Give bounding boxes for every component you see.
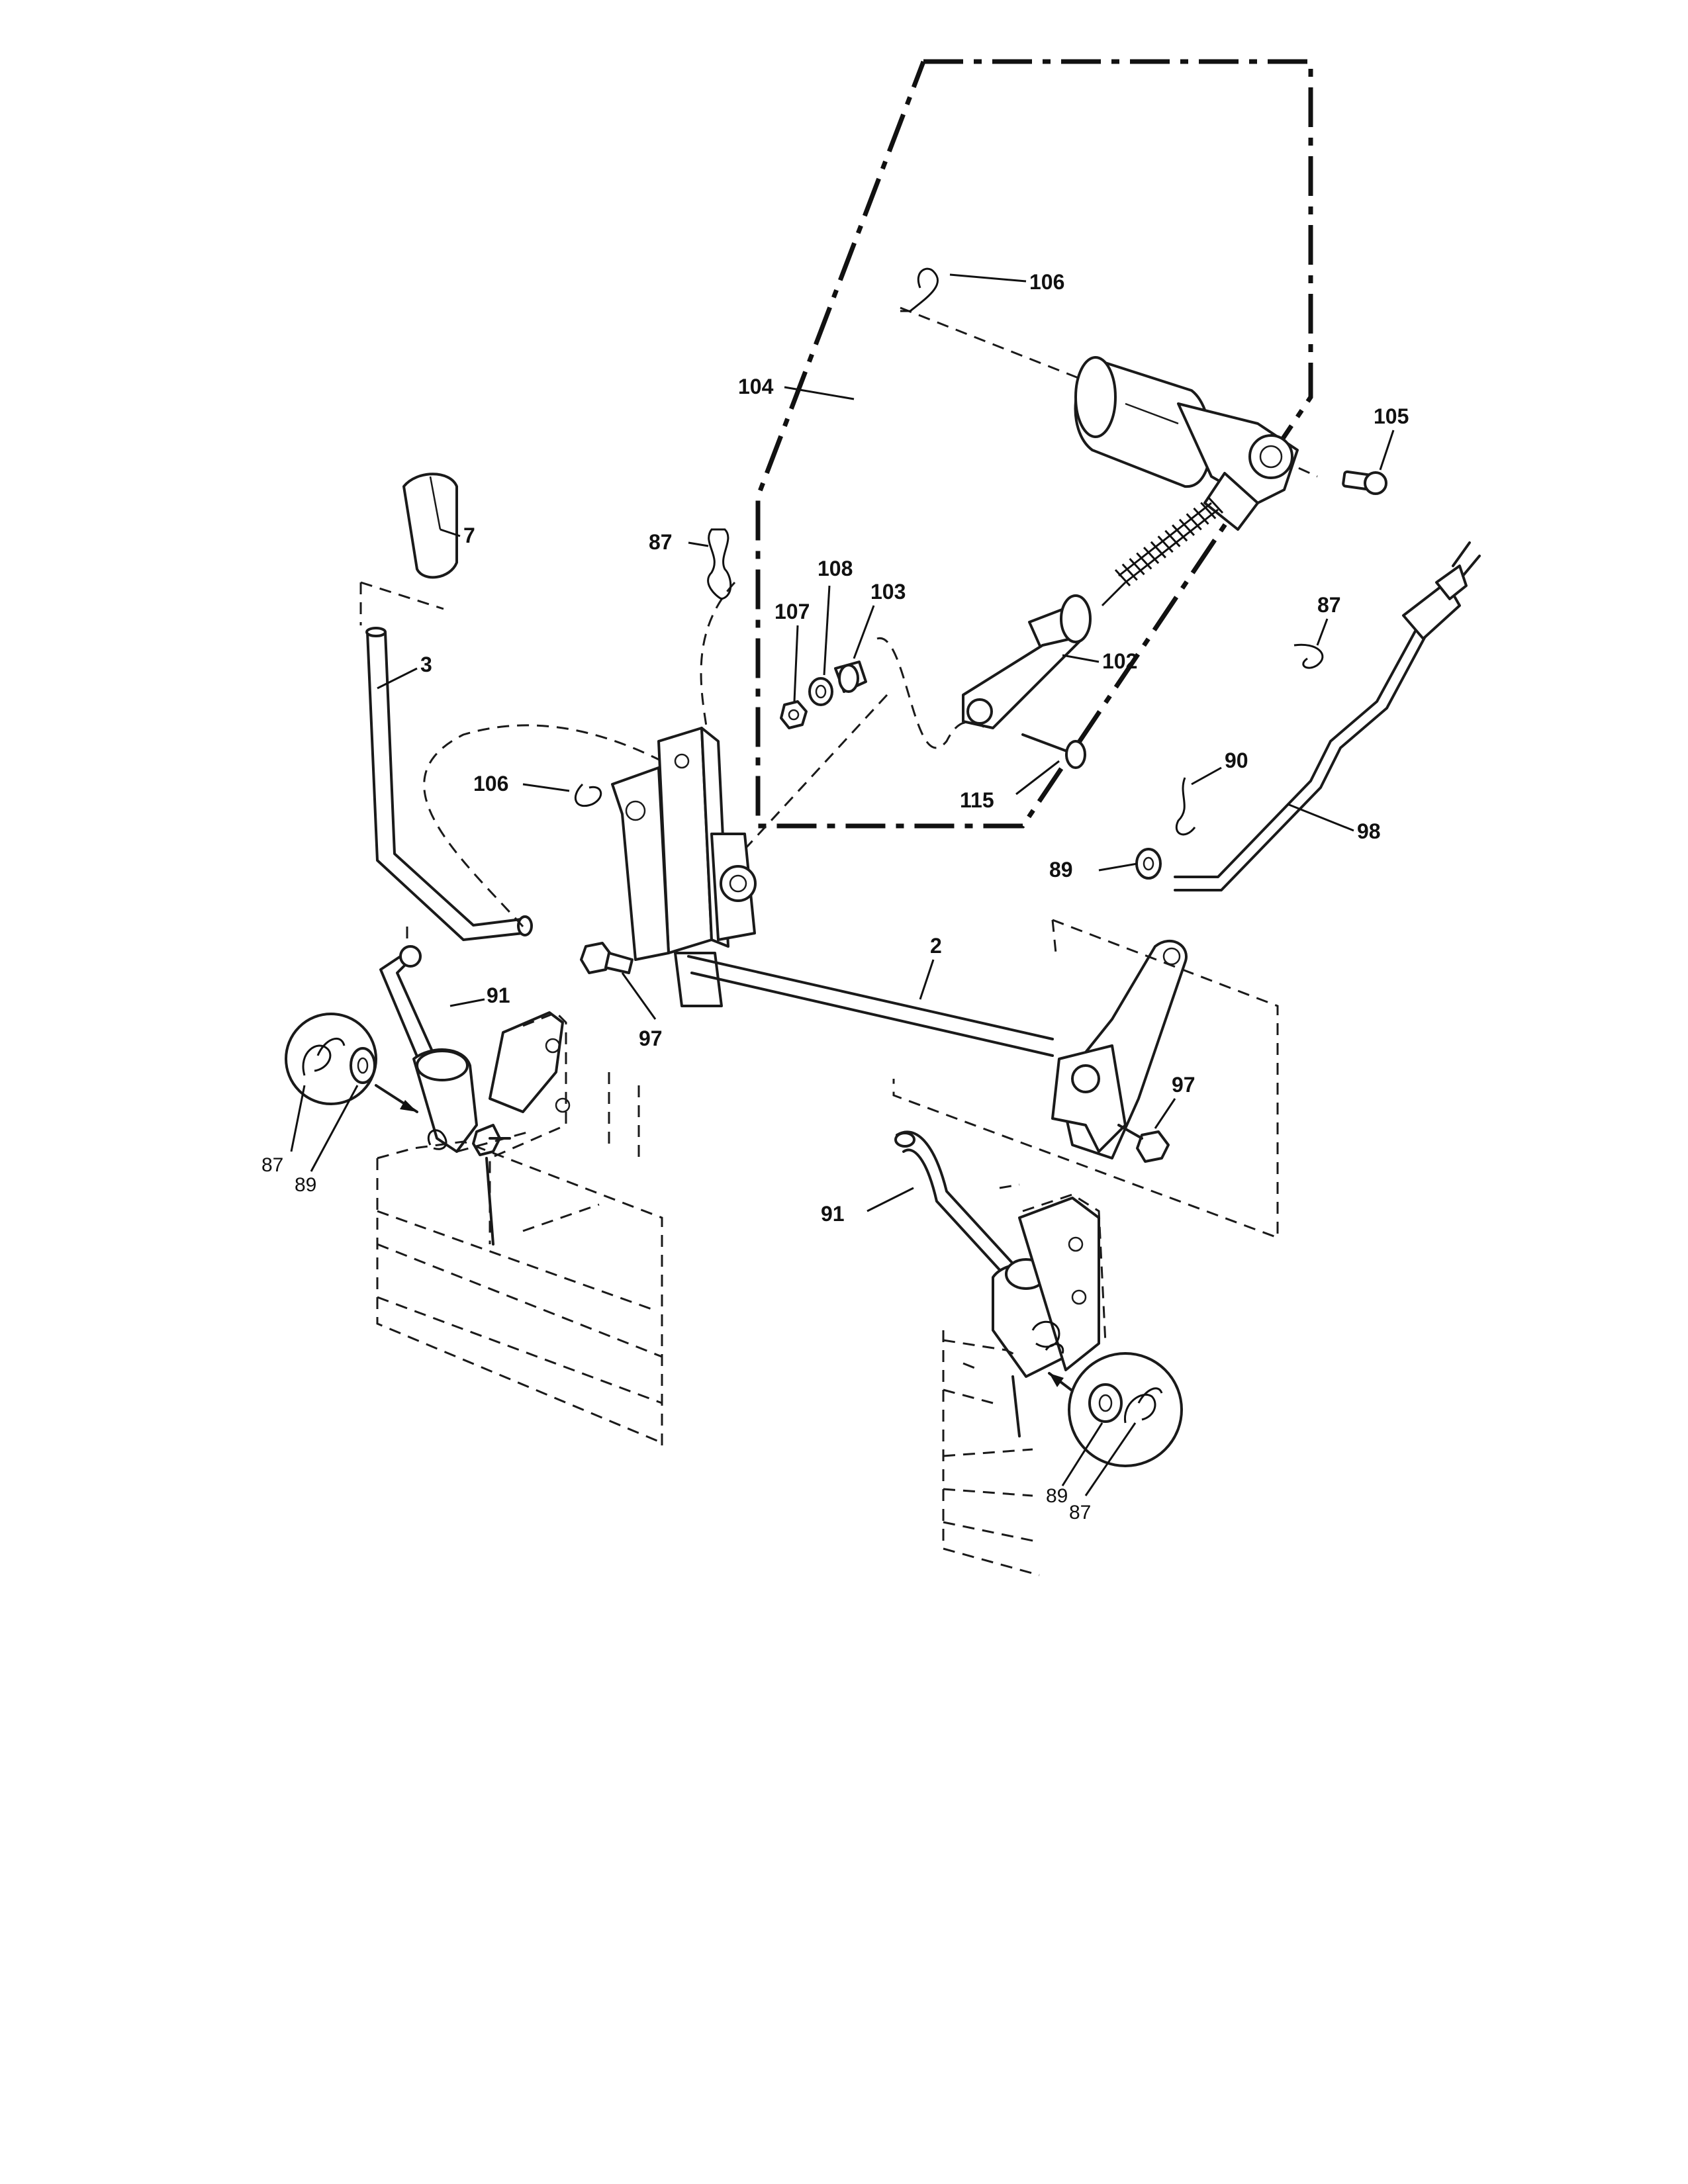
callout-87-mid: 87 <box>649 530 673 554</box>
clevis-tube-102 <box>962 594 1092 729</box>
screw-thread <box>1207 496 1224 514</box>
handle-grip-7 <box>402 473 458 579</box>
callout-87-bottom: 87 <box>1069 1502 1091 1524</box>
right-frame-reference <box>892 919 1279 1240</box>
left-hanger-bracket <box>412 1011 571 1246</box>
callout-7: 7 <box>463 523 475 547</box>
screw-thread <box>1178 518 1196 536</box>
washer-108 <box>808 677 833 706</box>
left-deck-reference <box>376 1072 663 1449</box>
callout-115: 115 <box>960 788 994 812</box>
callout-97-left: 97 <box>639 1026 663 1050</box>
clevis-pin-115 <box>1021 733 1086 769</box>
callout-90: 90 <box>1225 749 1248 772</box>
screw-thread <box>1136 552 1152 570</box>
callout-107: 107 <box>774 600 810 623</box>
hairpin-clip-90 <box>1175 777 1196 836</box>
screw-thread <box>1150 541 1166 559</box>
leader-lines <box>290 273 1395 1496</box>
actuator-motor <box>1074 356 1299 531</box>
screw-thread <box>1193 507 1209 525</box>
hairpin-clip-87-mid <box>707 528 732 600</box>
assembly-centerlines <box>651 306 1318 951</box>
hairpin-clip-87-right <box>1293 643 1324 669</box>
bolt-105 <box>1342 470 1387 495</box>
bolt-97-right <box>1117 1124 1170 1163</box>
callout-2: 2 <box>930 934 942 958</box>
right-hanger-rod-91 <box>894 1130 1021 1282</box>
callout-87-left: 87 <box>261 1154 283 1176</box>
callout-106-mid: 106 <box>473 772 508 796</box>
right-detail-bubble <box>1048 1352 1183 1467</box>
screw-thread <box>1200 502 1217 520</box>
callout-3: 3 <box>420 653 432 676</box>
left-detail-bubble <box>285 1013 418 1113</box>
right-hanger-bracket <box>992 1193 1107 1437</box>
hairpin-clip-106-top <box>900 267 939 312</box>
screw-thread <box>1172 524 1188 542</box>
lift-shaft-2 <box>687 955 1054 1057</box>
main-bracket <box>611 727 757 1007</box>
hairpin-clip-106-mid <box>574 783 602 807</box>
left-hanger-rod-91 <box>379 945 442 1073</box>
lift-lever-3 <box>359 581 663 953</box>
spacer-103 <box>834 660 867 693</box>
right-deck-reference <box>942 1183 1040 1576</box>
callout-87-right: 87 <box>1317 593 1341 617</box>
callout-108: 108 <box>818 557 853 580</box>
actuator-assembly-boundary <box>755 59 1313 829</box>
callout-89-left: 89 <box>295 1174 316 1196</box>
callout-91-right: 91 <box>821 1202 845 1226</box>
right-lift-arm <box>1051 939 1188 1160</box>
callout-labels: 106 104 105 7 87 108 107 103 102 87 3 10… <box>261 270 1409 1524</box>
bolt-97-left <box>580 942 633 974</box>
callout-104: 104 <box>738 375 774 398</box>
screw-thread <box>1164 529 1181 547</box>
rod-98 <box>1174 541 1481 891</box>
callout-91-left: 91 <box>487 983 510 1007</box>
callout-98: 98 <box>1357 819 1381 843</box>
screw-thread <box>1186 513 1202 531</box>
screw-thread <box>1121 563 1138 581</box>
callout-89-right: 89 <box>1049 858 1073 882</box>
callout-105: 105 <box>1374 404 1409 428</box>
callout-106-top: 106 <box>1029 270 1064 294</box>
washer-89-right <box>1135 848 1162 880</box>
screw-thread <box>1114 569 1131 587</box>
callout-102: 102 <box>1102 649 1137 673</box>
screw-thread <box>1157 535 1174 553</box>
screw-thread <box>1143 547 1160 565</box>
callout-97-right: 97 <box>1172 1073 1196 1097</box>
actuator-screw-shaft <box>1101 496 1224 607</box>
nut-107 <box>780 700 808 729</box>
callout-103: 103 <box>870 580 906 604</box>
screw-thread <box>1129 558 1145 576</box>
callout-89-bottom: 89 <box>1046 1485 1068 1507</box>
